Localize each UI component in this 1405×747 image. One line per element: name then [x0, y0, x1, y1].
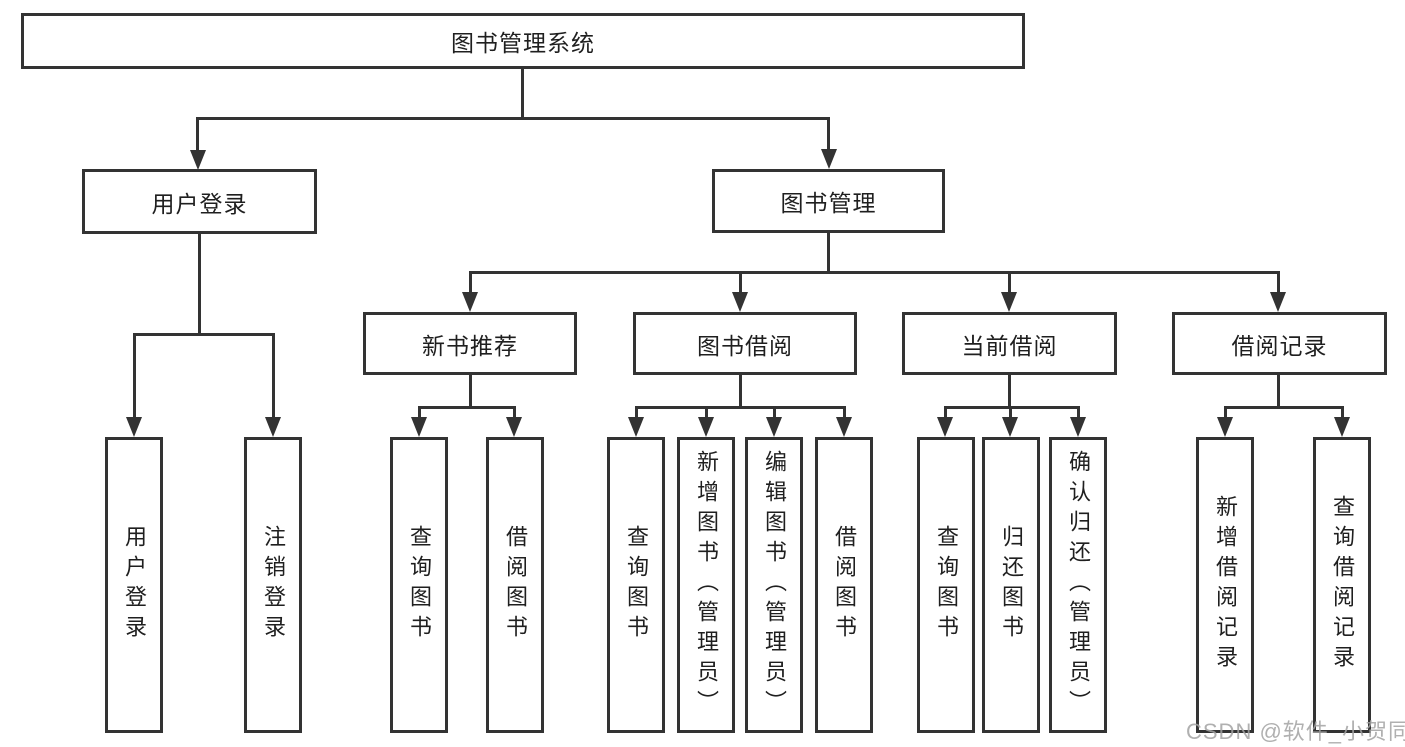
arrow-down-icon — [698, 417, 714, 437]
node-new-book-recommend: 新书推荐 — [363, 312, 577, 375]
arrow-down-icon — [732, 292, 748, 312]
leaf-borrow-add-books-admin: 新增图书（管理员） — [677, 437, 735, 733]
connector-vline — [133, 333, 136, 418]
leaf-label: 借阅图书 — [832, 525, 857, 645]
connector-vline — [418, 406, 421, 418]
connector-vline — [773, 406, 776, 418]
node-borrowing-records: 借阅记录 — [1172, 312, 1387, 375]
arrow-down-icon — [462, 292, 478, 312]
leaf-label: 查询图书 — [407, 525, 432, 645]
connector-vline — [1077, 406, 1080, 418]
connector-vline — [1008, 271, 1011, 293]
node-label: 当前借阅 — [961, 332, 1058, 359]
leaf-borrow-borrow-books: 借阅图书 — [815, 437, 873, 733]
connector-vline — [196, 117, 199, 152]
leaf-label: 新增图书（管理员） — [694, 450, 719, 720]
node-label: 借阅记录 — [1231, 332, 1328, 359]
connector-hline — [469, 271, 1280, 274]
arrow-down-icon — [126, 417, 142, 437]
connector-vline — [827, 231, 830, 274]
arrow-down-icon — [1217, 417, 1233, 437]
leaf-user-logout: 注销登录 — [244, 437, 302, 733]
leaf-label: 查询借阅记录 — [1330, 495, 1355, 675]
leaf-user-login: 用户登录 — [105, 437, 163, 733]
arrow-down-icon — [506, 417, 522, 437]
node-label: 图书管理系统 — [451, 30, 595, 56]
leaf-borrow-edit-books-admin: 编辑图书（管理员） — [745, 437, 803, 733]
arrow-down-icon — [937, 417, 953, 437]
leaf-label: 注销登录 — [261, 525, 286, 645]
leaf-label: 借阅图书 — [503, 525, 528, 645]
node-label: 新书推荐 — [422, 332, 518, 359]
arrow-down-icon — [1002, 417, 1018, 437]
leaf-records-query-record: 查询借阅记录 — [1313, 437, 1371, 733]
connector-hline — [196, 117, 830, 120]
connector-vline — [739, 372, 742, 408]
leaf-label: 编辑图书（管理员） — [762, 450, 787, 720]
node-book-management: 图书管理 — [712, 169, 945, 233]
connector-vline — [705, 406, 708, 418]
connector-vline — [272, 333, 275, 418]
leaf-recommend-query-books: 查询图书 — [390, 437, 448, 733]
arrow-down-icon — [836, 417, 852, 437]
arrow-down-icon — [766, 417, 782, 437]
arrow-down-icon — [411, 417, 427, 437]
connector-vline — [843, 406, 846, 418]
arrow-down-icon — [1001, 292, 1017, 312]
connector-vline — [739, 271, 742, 293]
leaf-label: 确认归还（管理员） — [1066, 450, 1091, 720]
leaf-current-return-books: 归还图书 — [982, 437, 1040, 733]
csdn-watermark: CSDN @软件_小贺同学 — [1186, 719, 1405, 744]
arrow-down-icon — [265, 417, 281, 437]
leaf-label: 用户登录 — [122, 525, 147, 645]
leaf-recommend-borrow-books: 借阅图书 — [486, 437, 544, 733]
node-user-login-group: 用户登录 — [82, 169, 317, 234]
node-label: 用户登录 — [151, 190, 248, 217]
connector-hline — [635, 406, 845, 409]
leaf-label: 查询图书 — [624, 525, 649, 645]
connector-vline — [1277, 373, 1280, 408]
arrow-down-icon — [1070, 417, 1086, 437]
node-library-management-system: 图书管理系统 — [21, 13, 1025, 69]
leaf-current-query-books: 查询图书 — [917, 437, 975, 733]
leaf-borrow-query-books: 查询图书 — [607, 437, 665, 733]
node-label: 图书借阅 — [697, 332, 793, 359]
connector-vline — [1009, 406, 1012, 418]
connector-vline — [944, 406, 947, 418]
arrow-down-icon — [1270, 292, 1286, 312]
connector-vline — [1277, 271, 1280, 293]
leaf-label: 归还图书 — [999, 525, 1024, 645]
connector-vline — [635, 406, 638, 418]
node-label: 图书管理 — [780, 190, 877, 216]
arrow-down-icon — [190, 150, 206, 170]
node-current-borrowing: 当前借阅 — [902, 312, 1117, 375]
leaf-current-confirm-return-admin: 确认归还（管理员） — [1049, 437, 1107, 733]
connector-vline — [521, 66, 524, 118]
leaf-records-add-record: 新增借阅记录 — [1196, 437, 1254, 733]
connector-vline — [827, 117, 830, 152]
connector-vline — [469, 271, 472, 293]
node-book-borrowing: 图书借阅 — [633, 312, 857, 375]
connector-vline — [1224, 406, 1227, 418]
connector-hline — [1224, 406, 1343, 409]
arrow-down-icon — [821, 149, 837, 169]
arrow-down-icon — [628, 417, 644, 437]
connector-vline — [513, 406, 516, 418]
connector-vline — [1008, 373, 1011, 408]
leaf-label: 查询图书 — [934, 525, 959, 645]
leaf-label: 新增借阅记录 — [1213, 495, 1238, 675]
connector-vline — [1341, 406, 1344, 418]
connector-hline — [418, 406, 516, 409]
connector-hline — [133, 333, 274, 336]
connector-vline — [198, 232, 201, 335]
arrow-down-icon — [1334, 417, 1350, 437]
connector-vline — [469, 373, 472, 408]
